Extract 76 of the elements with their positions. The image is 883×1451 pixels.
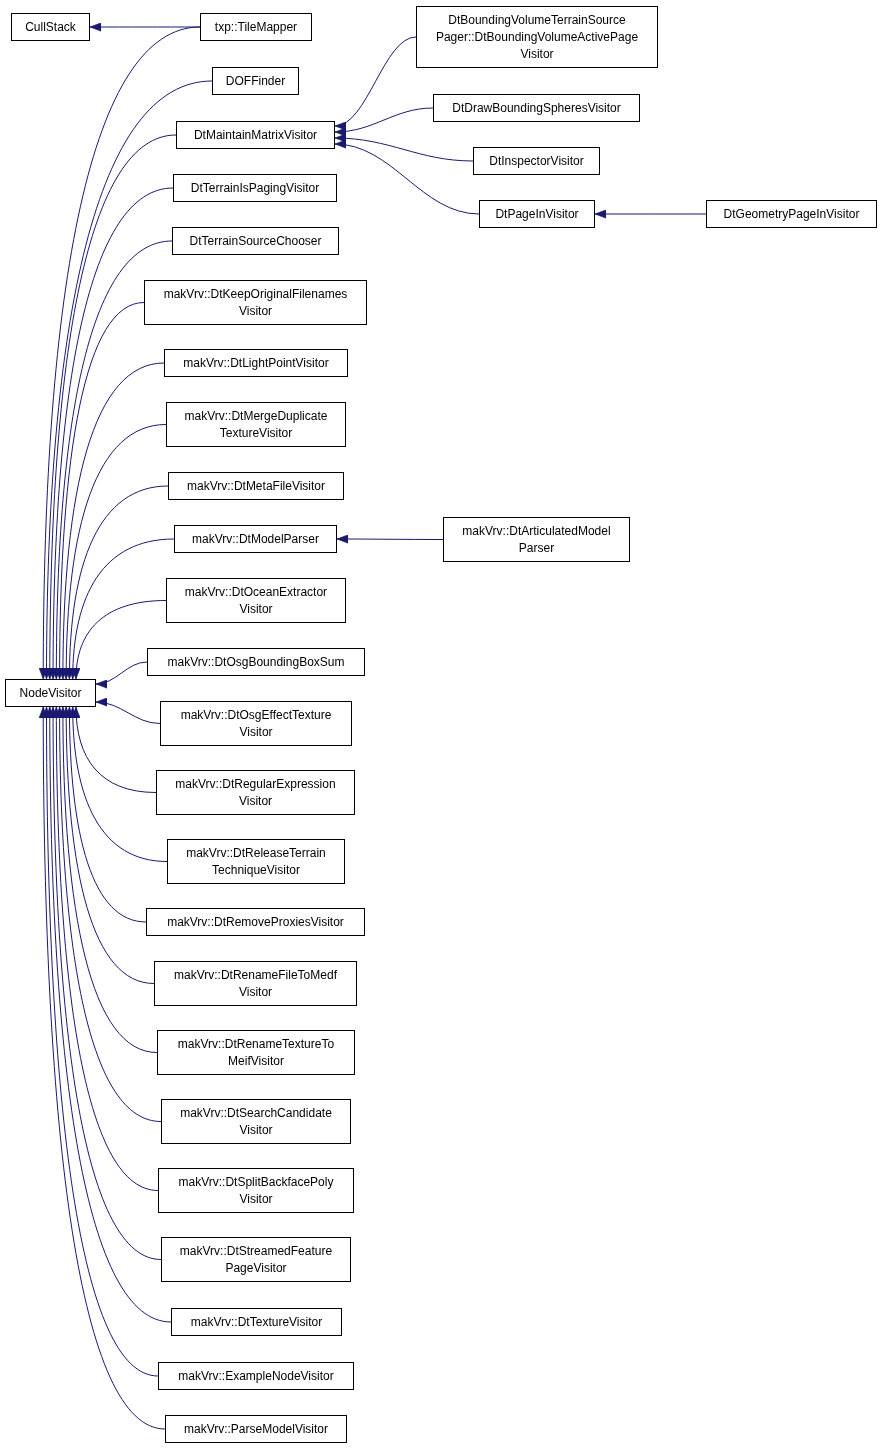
class-name: makVrv::DtRenameFileToMedf Visitor xyxy=(173,966,338,1001)
class-name: CullStack xyxy=(25,18,76,36)
class-name: makVrv::DtOsgBoundingBoxSum xyxy=(167,653,345,671)
class-node xyxy=(433,94,640,122)
class-node xyxy=(200,13,312,41)
class-name: makVrv::DtTextureVisitor xyxy=(190,1313,323,1331)
inheritance-arrow xyxy=(336,534,444,544)
class-name: makVrv::DtReleaseTerrain TechniqueVisitor xyxy=(185,844,327,879)
class-node xyxy=(146,908,365,936)
class-node xyxy=(157,1030,355,1075)
class-name: makVrv::DtOceanExtractor Visitor xyxy=(183,583,329,618)
class-name: makVrv::DtRegularExpression Visitor xyxy=(174,775,337,810)
inheritance-arrow xyxy=(65,485,169,680)
class-node xyxy=(416,6,658,68)
inheritance-arrow xyxy=(58,362,165,680)
class-name: makVrv::DtOsgEffectTexture Visitor xyxy=(179,706,333,741)
class-node xyxy=(154,961,357,1006)
class-node xyxy=(443,517,630,562)
class-name: makVrv::DtRemoveProxiesVisitor xyxy=(167,913,344,931)
class-node xyxy=(158,1362,354,1390)
class-name: txp::TileMapper xyxy=(214,18,298,36)
class-node xyxy=(156,770,355,815)
class-node xyxy=(160,701,352,746)
class-name: makVrv::DtModelParser xyxy=(192,530,319,548)
class-name: makVrv::ParseModelVisitor xyxy=(183,1420,328,1438)
inheritance-arrow xyxy=(38,26,201,680)
inheritance-arrow xyxy=(45,706,172,1323)
class-name: DtDrawBoundingSpheresVisitor xyxy=(452,99,621,117)
class-name: makVrv::DtMetaFileVisitor xyxy=(187,477,325,495)
class-name: makVrv::DtSearchCandidate Visitor xyxy=(179,1104,333,1139)
class-name: makVrv::DtStreamedFeature PageVisitor xyxy=(178,1242,334,1277)
inheritance-arrow xyxy=(71,600,167,680)
class-name: makVrv::DtMergeDuplicate TextureVisitor xyxy=(183,407,329,442)
class-node xyxy=(147,648,365,676)
class-node xyxy=(144,280,367,325)
class-name: DtBoundingVolumeTerrainSource Pager::DtBoundingVolumeActivePage Visitor xyxy=(434,11,640,63)
class-node xyxy=(212,67,299,95)
class-name: DtPageInVisitor xyxy=(495,205,579,223)
class-node xyxy=(166,578,346,623)
inheritance-arrow xyxy=(55,302,145,680)
class-name: DtInspectorVisitor xyxy=(489,152,584,170)
class-node xyxy=(473,147,600,175)
class-node xyxy=(165,1415,347,1443)
class-name: makVrv::DtSplitBackfacePoly Visitor xyxy=(177,1173,335,1208)
class-name: makVrv::DtArticulatedModel Parser xyxy=(461,522,612,557)
class-node xyxy=(168,472,344,500)
class-name: makVrv::ExampleNodeVisitor xyxy=(178,1367,334,1385)
inheritance-arrow xyxy=(334,133,474,162)
class-name: DOFFinder xyxy=(225,72,286,90)
class-node xyxy=(164,349,348,377)
class-node xyxy=(166,402,346,447)
class-node xyxy=(161,1237,351,1282)
inheritance-arrow xyxy=(42,80,213,680)
class-node xyxy=(173,174,337,202)
class-name: DtTerrainIsPagingVisitor xyxy=(190,179,320,197)
class-node xyxy=(176,121,335,149)
class-name: DtTerrainSourceChooser xyxy=(189,232,322,250)
inheritance-arrow xyxy=(61,424,167,680)
class-node xyxy=(11,13,90,41)
class-node xyxy=(706,200,877,228)
class-node xyxy=(5,679,96,707)
inheritance-arrow xyxy=(334,140,480,215)
class-name: makVrv::DtKeepOriginalFilenames Visitor xyxy=(162,285,349,320)
class-name: makVrv::DtRenameTextureTo MeifVisitor xyxy=(176,1035,336,1070)
class-node xyxy=(161,1099,351,1144)
inheritance-arrow xyxy=(68,538,175,680)
class-node xyxy=(158,1168,354,1213)
class-name: NodeVisitor xyxy=(19,684,82,702)
class-node xyxy=(479,200,595,228)
class-node xyxy=(174,525,337,553)
class-name: DtGeometryPageInVisitor xyxy=(723,205,860,223)
class-name: makVrv::DtLightPointVisitor xyxy=(183,354,329,372)
class-node xyxy=(171,1308,342,1336)
class-name: DtMaintainMatrixVisitor xyxy=(193,126,318,144)
class-node xyxy=(167,839,345,884)
class-node xyxy=(172,227,339,255)
